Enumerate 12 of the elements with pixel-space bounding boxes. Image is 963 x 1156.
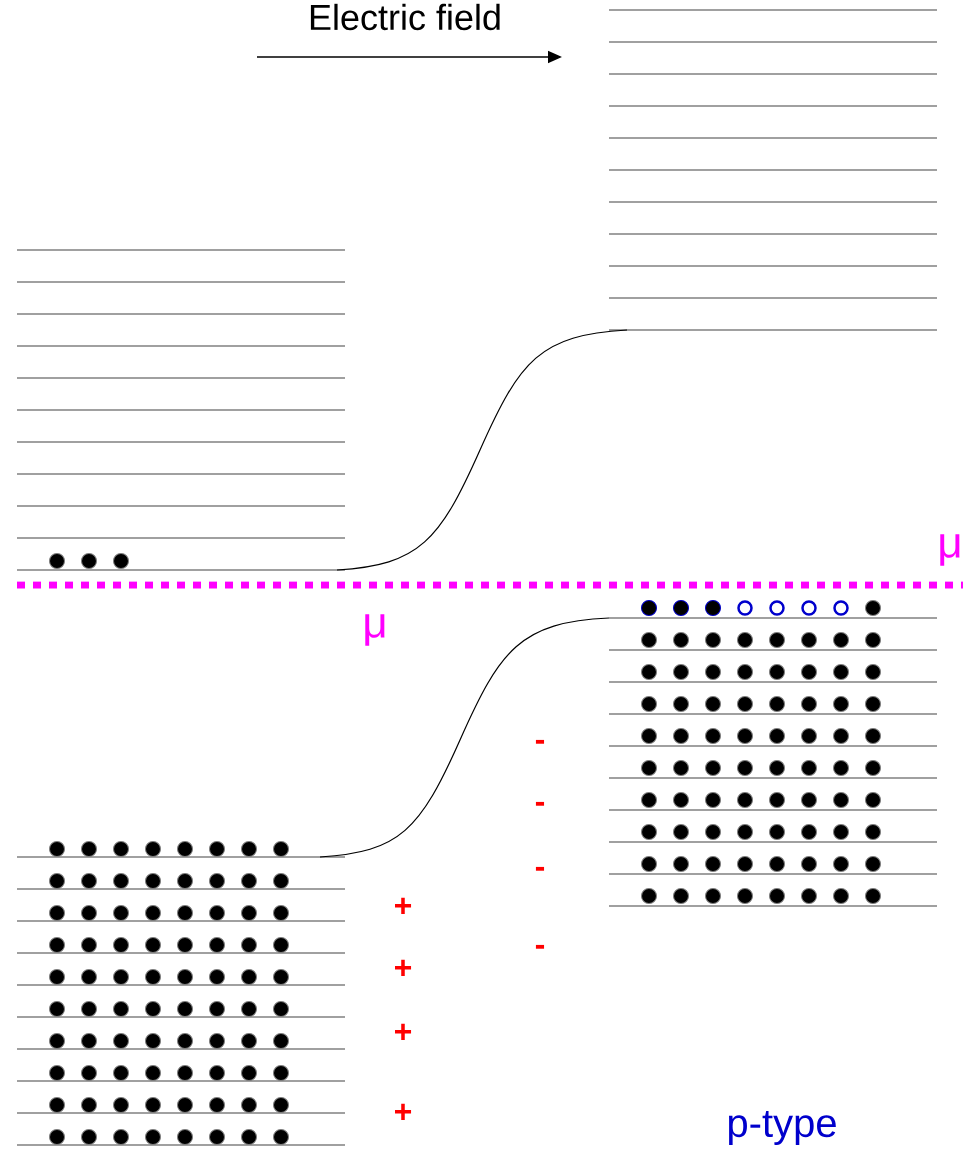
- charge-sign: +: [395, 959, 412, 976]
- charge-sign: -: [535, 801, 545, 806]
- charge-sign: +: [395, 1103, 412, 1120]
- mu-label: μ: [940, 534, 960, 566]
- charge-sign: -: [535, 944, 545, 949]
- charge-sign: -: [535, 866, 545, 871]
- charge-sign: +: [395, 897, 412, 914]
- charge-sign: -: [535, 739, 545, 744]
- region-label: p-type: [729, 1110, 836, 1146]
- field-label: Electric field: [310, 3, 500, 31]
- charge-sign: +: [395, 1023, 412, 1040]
- mu-label: μ: [365, 614, 385, 646]
